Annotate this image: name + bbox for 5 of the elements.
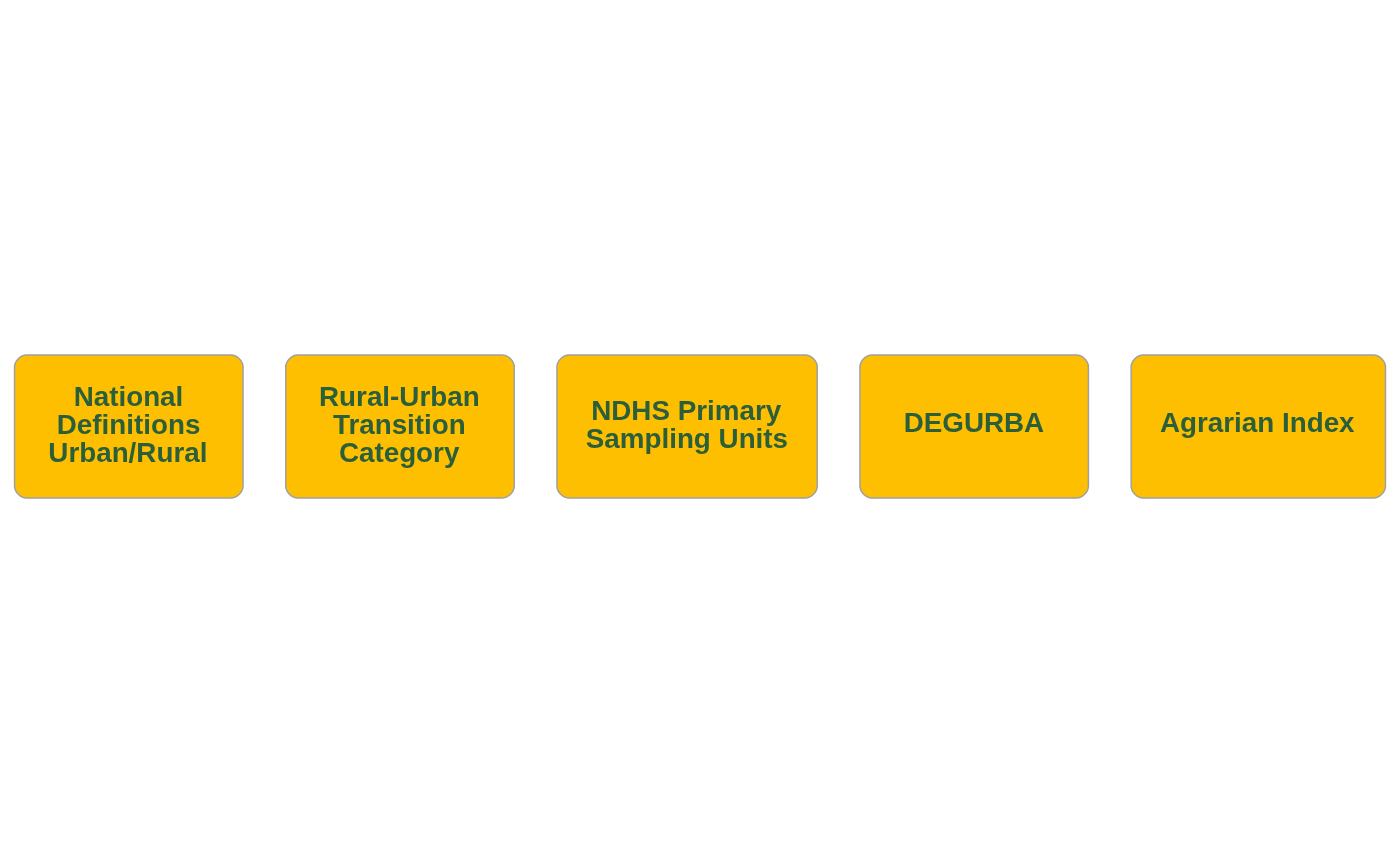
node-box: National Definitions Urban/Rural: [13, 353, 244, 499]
node-box: DEGURBA: [859, 353, 1090, 499]
node-box: NDHS Primary Sampling Units: [556, 353, 818, 499]
node-box: Agrarian Index: [1130, 353, 1387, 499]
node-box: Rural-Urban Transition Category: [285, 353, 515, 499]
